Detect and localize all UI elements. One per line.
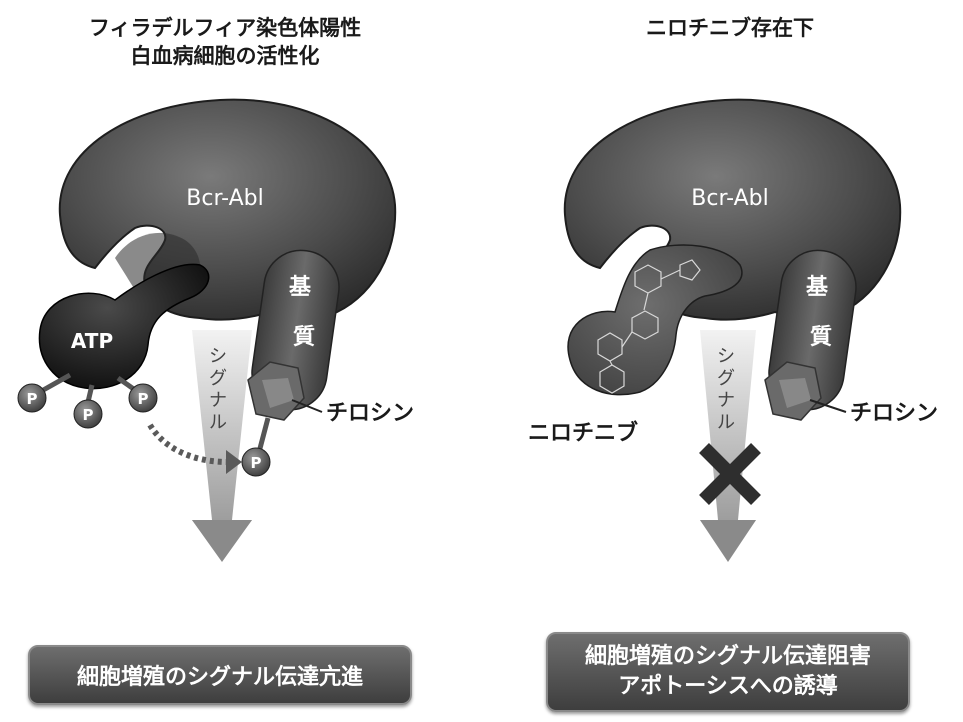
left-substrate [247,249,340,421]
right-substrate-char-1: 基 [806,275,829,300]
right-title-text: ニロチニブ存在下 [646,16,814,40]
right-substrate-char-2: 質 [810,325,832,350]
svg-text:P: P [83,406,94,424]
left-panel: P P P P Bcr-Abl ATP シ グ ナ [17,98,414,562]
phosphate-ball-3: P [128,383,158,413]
left-signal-char-2: グ [209,368,227,389]
block-x-icon [699,443,761,505]
left-tyrosine-label: チロシン [326,401,414,426]
right-result-line2: アポトーシスへの誘導 [618,674,838,699]
left-signal-char-4: ル [209,412,227,433]
right-result-line1: 細胞増殖のシグナル伝達阻害 [584,644,871,669]
right-tyrosine-label: チロシン [850,401,938,426]
atp-label: ATP [71,329,113,353]
right-signal-arrow [700,330,756,562]
left-signal-arrow [192,330,252,562]
right-signal-char-2: グ [717,368,735,389]
right-signal-char-3: ナ [717,390,735,411]
right-bcr-abl-label: Bcr-Abl [691,186,768,211]
right-signal-char-4: ル [717,412,735,433]
left-title: フィラデルフィア染色体陽性 白血病細胞の活性化 [40,14,410,70]
svg-text:P: P [27,390,38,408]
phosphate-ball-substrate: P [241,447,271,477]
nilotinib-molecule [567,244,743,396]
right-result-box: 細胞増殖のシグナル伝達阻害 アポトーシスへの誘導 [546,632,910,712]
left-title-line1: フィラデルフィア染色体陽性 [88,16,362,40]
phosphate-transfer-arrow [147,423,229,465]
left-substrate-char-1: 基 [289,275,312,300]
phosphate-ball-2: P [73,399,103,429]
left-result-box: 細胞増殖のシグナル伝達亢進 [28,645,412,705]
left-signal-char-1: シ [209,346,227,367]
svg-text:P: P [251,454,262,472]
left-result-text: 細胞増殖のシグナル伝達亢進 [76,665,363,690]
left-bcr-abl-label: Bcr-Abl [186,186,263,211]
left-substrate-char-2: 質 [293,325,315,350]
right-signal-char-1: シ [717,346,735,367]
right-panel: Bcr-Abl シ グ ナ ル 基 質 チロシン ニロチニブ [528,98,938,562]
left-title-line2: 白血病細胞の活性化 [130,44,320,68]
right-substrate [764,249,857,421]
right-title: ニロチニブ存在下 [590,14,870,42]
atp-molecule [38,263,210,390]
nilotinib-label: ニロチニブ [528,420,638,446]
phosphate-ball-1: P [17,383,47,413]
left-signal-char-3: ナ [209,390,227,411]
svg-text:P: P [138,390,149,408]
chemical-structure-icon [597,259,701,394]
